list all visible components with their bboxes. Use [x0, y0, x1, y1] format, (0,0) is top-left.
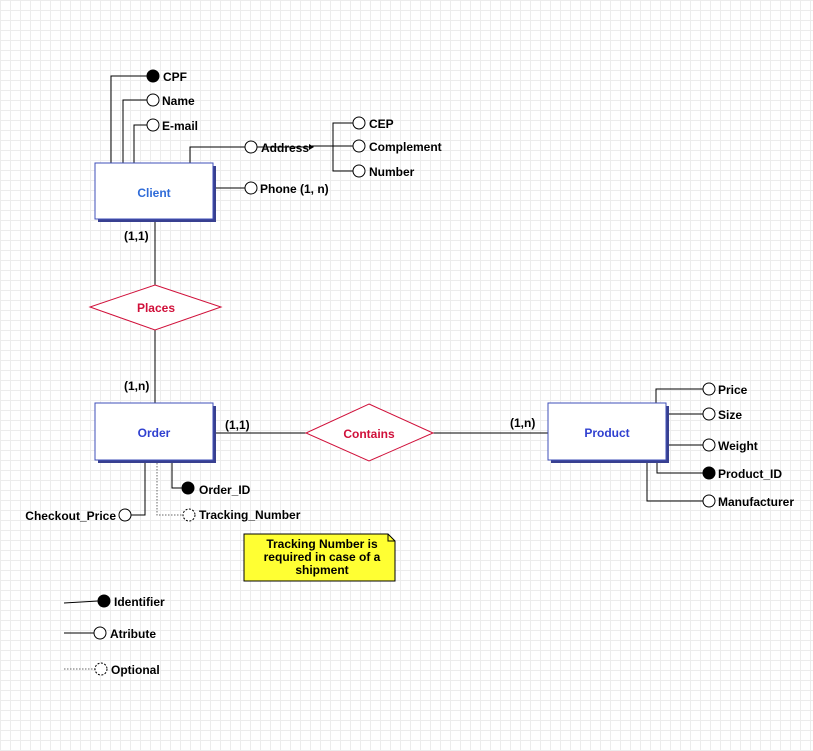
legend-identifier-line [63, 600, 99, 604]
cep-attribute-icon [352, 116, 366, 130]
tracking-number-connector [156, 463, 183, 516]
legend-identifier-icon [97, 594, 111, 608]
legend-attribute-label: Atribute [110, 627, 156, 641]
checkout-price-attribute-icon [118, 508, 132, 522]
order-id-connector [171, 463, 182, 489]
attribute-tracking-number-label: Tracking_Number [199, 508, 301, 522]
connectors [63, 75, 703, 634]
legend-optional-icon [94, 662, 108, 676]
price-attribute-icon [702, 382, 716, 396]
checkout-price-connector [131, 463, 146, 516]
legend: Identifier Atribute Optional [93, 594, 165, 677]
cep-connector [332, 122, 353, 172]
relationship-contains-label: Contains [343, 427, 395, 441]
cpf-identifier-icon [146, 69, 160, 83]
weight-attribute-icon [702, 438, 716, 452]
complement-attribute-icon [352, 139, 366, 153]
note-tracking-number[interactable]: Tracking Number is required in case of a… [243, 533, 396, 582]
address-attribute-icon [244, 140, 258, 154]
note-line-3: shipment [295, 563, 348, 577]
phone-attribute-icon [244, 181, 258, 195]
name-connector [122, 99, 147, 163]
manufacturer-attribute-icon [702, 494, 716, 508]
attribute-size-label: Size [718, 408, 742, 422]
email-attribute-icon [146, 118, 160, 132]
email-connector [133, 124, 147, 163]
attribute-weight-label: Weight [718, 439, 758, 453]
attribute-order-id-label: Order_ID [199, 483, 251, 497]
attribute-name-label: Name [162, 94, 195, 108]
legend-optional-label: Optional [111, 663, 160, 677]
optional-connectors [64, 463, 183, 670]
product-id-identifier-icon [702, 466, 716, 480]
entity-product-label: Product [584, 426, 629, 440]
cardinality-order-places: (1,n) [124, 379, 149, 393]
note-line-1: Tracking Number is [266, 537, 378, 551]
address-connector [189, 146, 245, 163]
product-id-connector [656, 463, 703, 474]
legend-attribute-icon [93, 626, 107, 640]
relationship-contains[interactable]: Contains [304, 403, 435, 462]
attribute-cpf-label: CPF [163, 70, 187, 84]
cardinality-client-places: (1,1) [124, 229, 149, 243]
attribute-complement-label: Complement [369, 140, 442, 154]
price-connector [655, 388, 703, 403]
arrow-icon [309, 144, 314, 150]
relationship-places[interactable]: Places [88, 284, 223, 331]
order-id-identifier-icon [181, 481, 195, 495]
attribute-cep-label: CEP [369, 117, 394, 131]
number-attribute-icon [352, 164, 366, 178]
note-line-2: required in case of a [264, 550, 381, 564]
tracking-number-optional-icon [182, 508, 196, 522]
attribute-phone-label: Phone (1, n) [260, 182, 329, 196]
attribute-manufacturer-label: Manufacturer [718, 495, 794, 509]
attribute-checkout-price-label: Checkout_Price [25, 509, 116, 523]
cardinality-product-contains: (1,n) [510, 416, 535, 430]
attribute-email-label: E-mail [162, 119, 198, 133]
entity-order-label: Order [138, 426, 171, 440]
attribute-address-label: Address [261, 141, 309, 155]
attribute-price-label: Price [718, 383, 748, 397]
entity-client[interactable]: Client [94, 162, 216, 222]
attribute-number-label: Number [369, 165, 415, 179]
entity-order[interactable]: Order [94, 402, 216, 463]
cardinality-order-contains: (1,1) [225, 418, 250, 432]
entity-client-label: Client [137, 186, 170, 200]
relationship-places-label: Places [137, 301, 175, 315]
entity-product[interactable]: Product [547, 402, 669, 463]
name-attribute-icon [146, 93, 160, 107]
size-attribute-icon [702, 407, 716, 421]
manufacturer-connector [646, 463, 703, 502]
attribute-product-id-label: Product_ID [718, 467, 782, 481]
legend-identifier-label: Identifier [114, 595, 165, 609]
cpf-connector [110, 75, 147, 163]
